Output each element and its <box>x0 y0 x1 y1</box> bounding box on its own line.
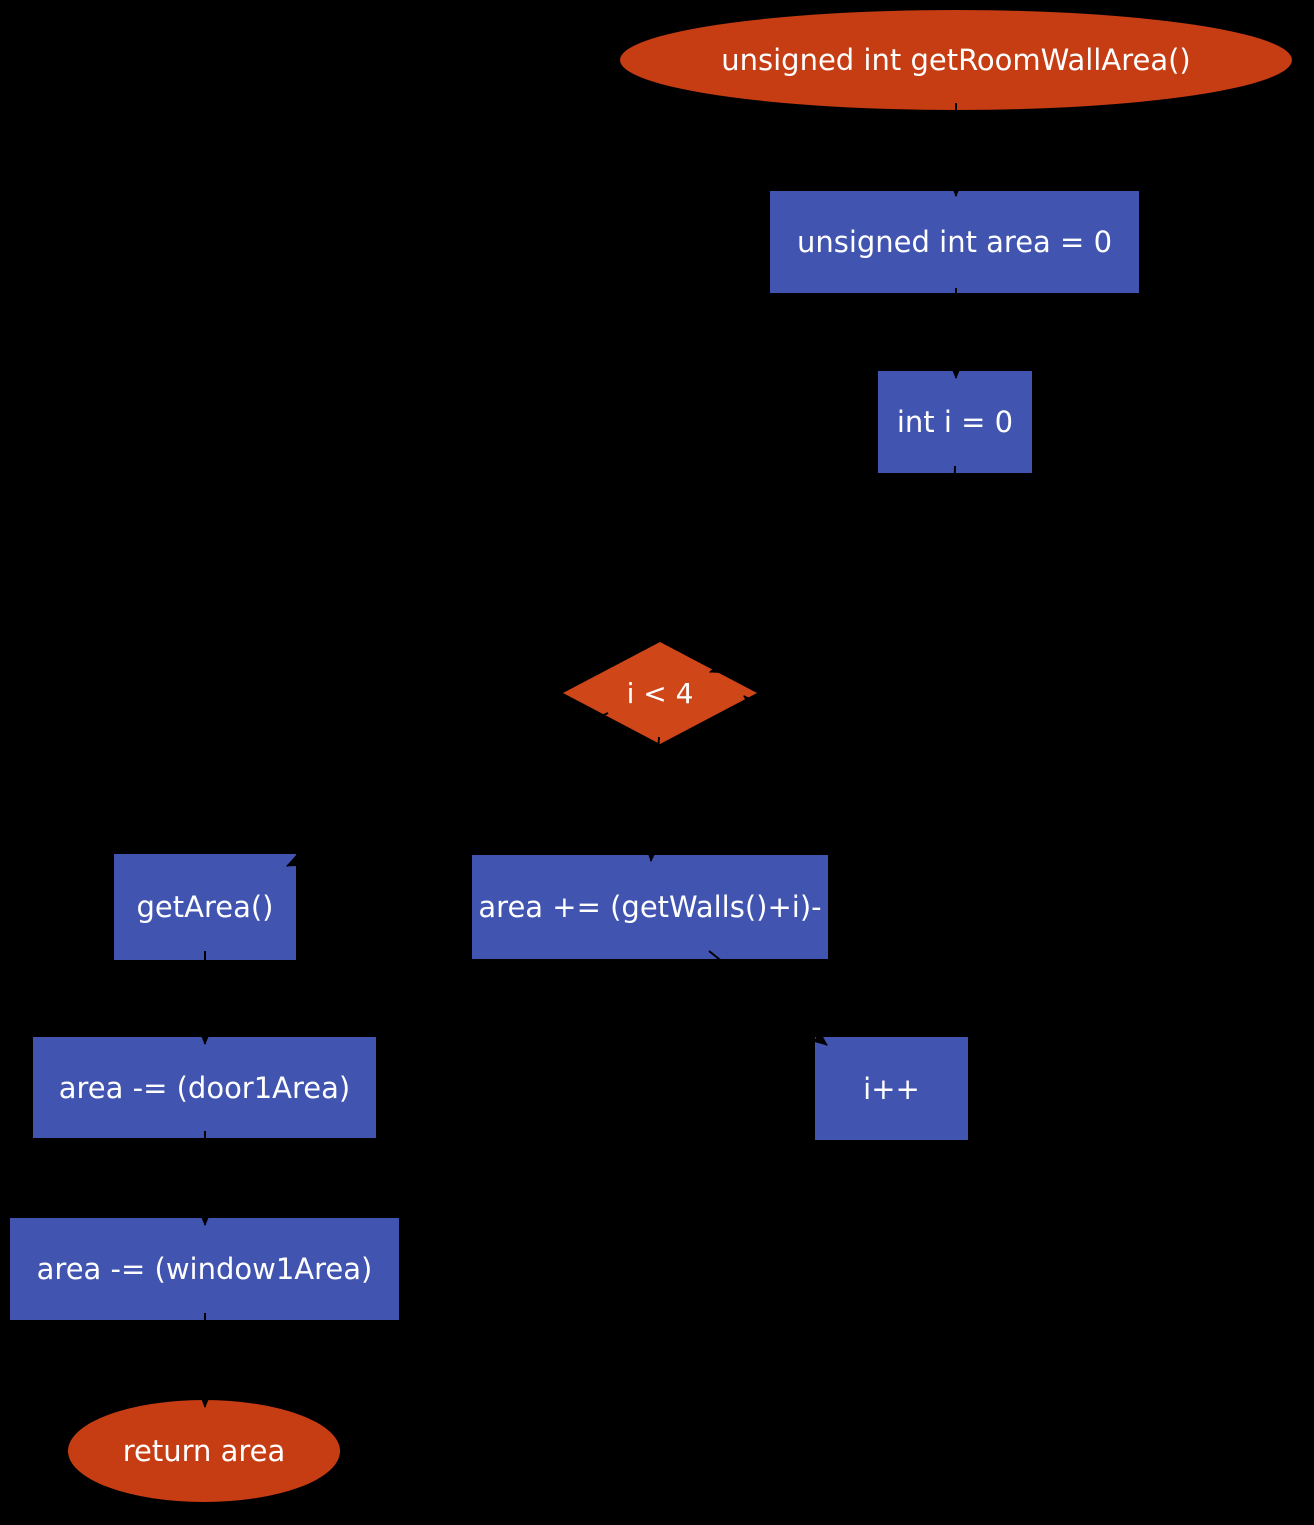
node-get-area: getArea() <box>114 854 296 960</box>
edge-init-i-to-condition <box>709 465 956 674</box>
node-start-terminal: unsigned int getRoomWallArea() <box>620 10 1292 110</box>
node-init-i: int i = 0 <box>878 371 1032 473</box>
node-subtract-door: area -= (door1Area) <box>33 1037 376 1138</box>
node-loop-body: area += (getWalls()+i)- <box>472 855 828 959</box>
node-loop-condition: i < 4 <box>563 642 757 744</box>
edge-loop-body-to-increment <box>708 950 828 1046</box>
edge-condition-false-to-get-area <box>286 712 609 867</box>
node-init-area: unsigned int area = 0 <box>770 191 1139 293</box>
node-increment: i++ <box>815 1037 968 1140</box>
edge-condition-true-to-loop-body <box>645 736 660 862</box>
node-subtract-window: area -= (window1Area) <box>10 1218 399 1320</box>
node-end-terminal: return area <box>68 1400 340 1502</box>
